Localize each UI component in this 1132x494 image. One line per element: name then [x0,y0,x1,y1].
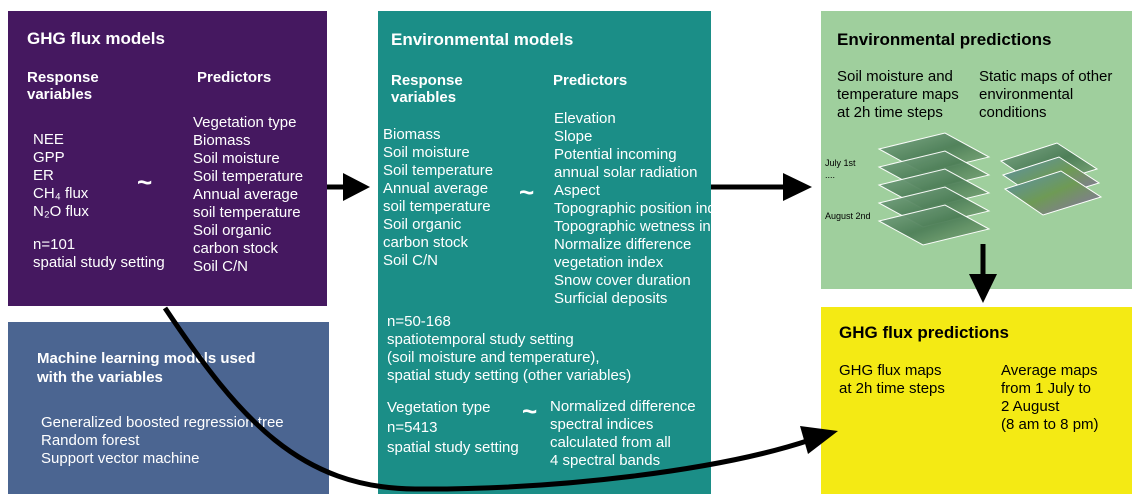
env-tilde: ~ [519,177,535,207]
ghg-tilde: ~ [137,167,153,197]
env-study-setting: n=50-168 spatiotemporal study setting (s… [387,313,632,384]
ghg-models-title: GHG flux models [27,29,165,48]
veg-predictors: Normalized difference spectral indices c… [550,398,696,469]
machine-learning-box: Machine learning models used with the va… [8,322,329,494]
map-stack-illustration [877,132,1103,246]
env-response-list: Biomass Soil moisture Soil temperature A… [383,126,494,269]
ghg-flux-maps-label: GHG flux maps at 2h time steps [839,362,945,397]
ghg-flux-predictions-box: GHG flux predictions GHG flux maps at 2h… [821,307,1132,494]
arrow-ghg-to-env [327,173,370,201]
veg-response: Vegetation type n=5413 spatial study set… [387,399,519,456]
env-response-header: Response variables [391,72,463,106]
env-predictions-title: Environmental predictions [837,30,1052,49]
ghg-predictions-title: GHG flux predictions [839,323,1010,342]
dynamic-map-stack [877,132,991,246]
ghg-predictor-list: Vegetation type Biomass Soil moisture So… [193,114,304,275]
environmental-predictions-box: Environmental predictions Soil moisture … [821,11,1132,289]
static-maps-label: Static maps of other environmental condi… [979,68,1113,121]
static-map-stack [999,142,1103,216]
date-dots-label: .... [825,170,836,180]
date-start-label: July 1st [825,158,856,168]
environmental-models-box: Environmental models Response variables … [378,11,735,494]
env-predictor-list: Elevation Slope Potential incoming annua… [554,110,735,307]
ghg-response-list: NEE GPP ER CH₄ flux N₂O flux [33,131,89,220]
ml-title: Machine learning models used with the va… [37,350,256,386]
ghg-response-header: Response variables [27,69,99,103]
date-end-label: August 2nd [825,211,871,221]
average-maps-label: Average maps from 1 July to 2 August (8 … [1001,362,1099,433]
ghg-study-setting: n=101 spatial study setting [33,236,165,271]
ghg-predictors-header: Predictors [197,69,272,86]
env-models-title: Environmental models [391,30,574,49]
dynamic-maps-label: Soil moisture and temperature maps at 2h… [837,68,959,121]
ghg-flux-models-box: GHG flux models Response variables Predi… [8,11,327,306]
ml-model-list: Generalized boosted regression tree Rand… [41,414,284,467]
env-predictors-header: Predictors [553,72,628,89]
veg-tilde: ~ [522,396,538,426]
